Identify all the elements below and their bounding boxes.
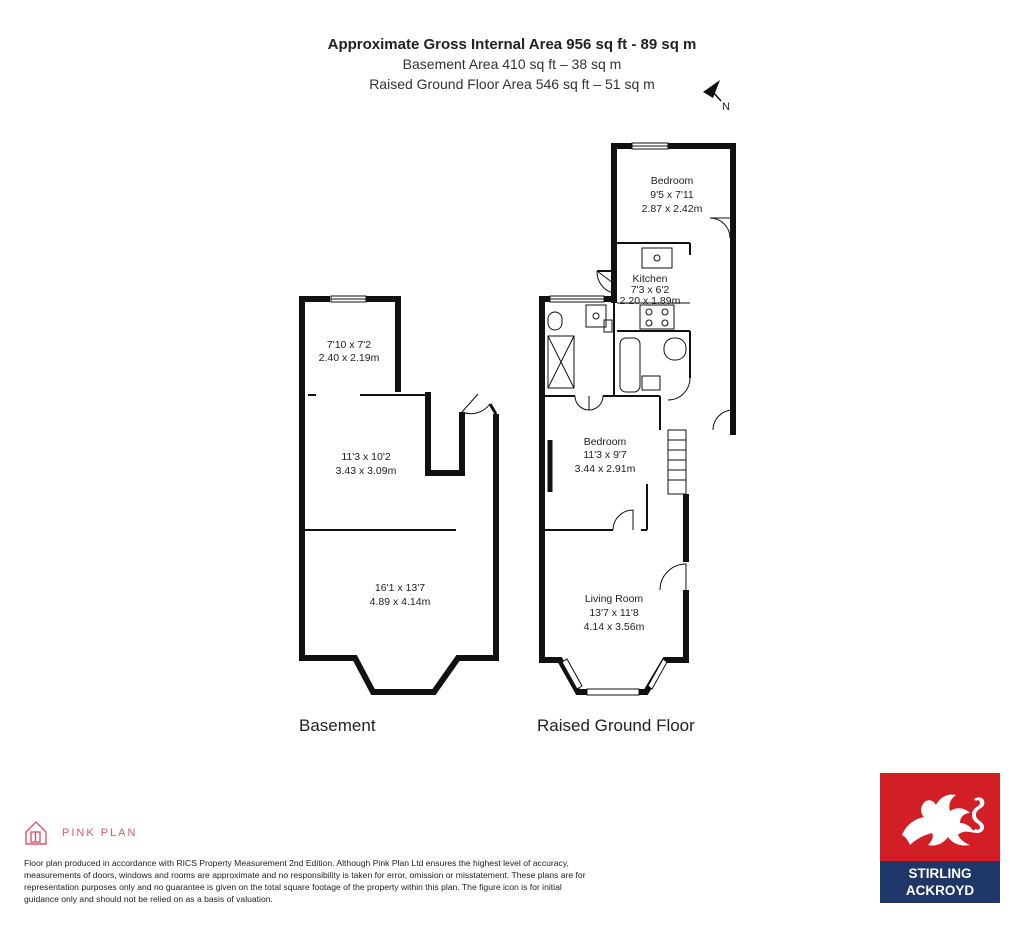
ground-floor-area-subtitle: Raised Ground Floor Area 546 sq ft – 51 … [369,76,655,92]
front-bedroom-imperial: 11'3 x 9'7 [583,449,627,461]
door-swings [574,217,734,591]
agent-name: STIRLING ACKROYD [880,865,1000,899]
basement-label: Basement [299,716,376,735]
basement-plan [299,295,499,695]
basement-room3-imperial: 16'1 x 13'7 [375,582,425,594]
rear-bedroom-name: Bedroom [651,175,694,187]
griffin-panel [880,773,1000,861]
rear-bedroom-metric: 2.87 x 2.42m [642,203,703,215]
basement-outer-wall [299,296,499,695]
living-room-imperial: 13'7 x 11'8 [589,607,639,619]
basement-room2-metric: 3.43 x 3.09m [336,465,397,477]
ground-floor-plan [539,142,736,696]
front-bedroom-name: Bedroom [584,436,627,448]
griffin-icon [902,794,985,846]
north-arrow-icon: N [703,80,730,113]
basement-area-subtitle: Basement Area 410 sq ft – 38 sq m [402,56,622,72]
floor-plan-disclaimer: Floor plan produced in accordance with R… [24,858,586,904]
basement-room3-metric: 4.89 x 4.14m [370,596,431,608]
basement-room2-imperial: 11'3 x 10'2 [341,451,391,463]
basement-top-wall [366,296,401,392]
bathroom-fixtures [547,304,613,389]
front-bedroom-metric: 3.44 x 2.91m [575,463,636,475]
agent-name-line2: ACKROYD [905,883,975,898]
pink-plan-brand: PINK PLAN [62,827,138,839]
agent-name-panel [880,861,1000,903]
pink-plan-logo-icon [25,821,47,845]
basement-room1-imperial: 7'10 x 7'2 [327,339,371,351]
shower-room-fixtures [619,337,687,393]
living-room-metric: 4.14 x 3.56m [584,621,645,633]
ground-floor-label: Raised Ground Floor [537,716,695,735]
north-label: N [722,101,730,113]
living-room-name: Living Room [585,593,644,605]
agent-name-line1: STIRLING [908,866,972,881]
rear-bedroom-imperial: 9'5 x 7'11 [650,189,694,201]
basement-window [330,295,367,303]
basement-notch-wall [425,392,465,476]
basement-room1-metric: 2.40 x 2.19m [319,352,380,364]
kitchen-imperial: 7'3 x 6'2 [631,284,670,296]
rear-bedroom-window [631,142,669,150]
kitchen-fixtures [617,247,690,330]
kitchen-name: Kitchen [632,273,667,285]
extension-outer-wall [611,143,736,435]
staircase [667,429,687,495]
basement-door [461,393,498,415]
living-room-bay-windows [561,658,668,696]
stirling-ackroyd-logo: STIRLING ACKROYD [880,773,1000,903]
gross-area-title: Approximate Gross Internal Area 956 sq f… [327,36,697,53]
bathroom-window [549,295,605,303]
ground-internal-walls [545,242,691,531]
kitchen-metric: 2.20 x 1.89m [620,295,681,307]
